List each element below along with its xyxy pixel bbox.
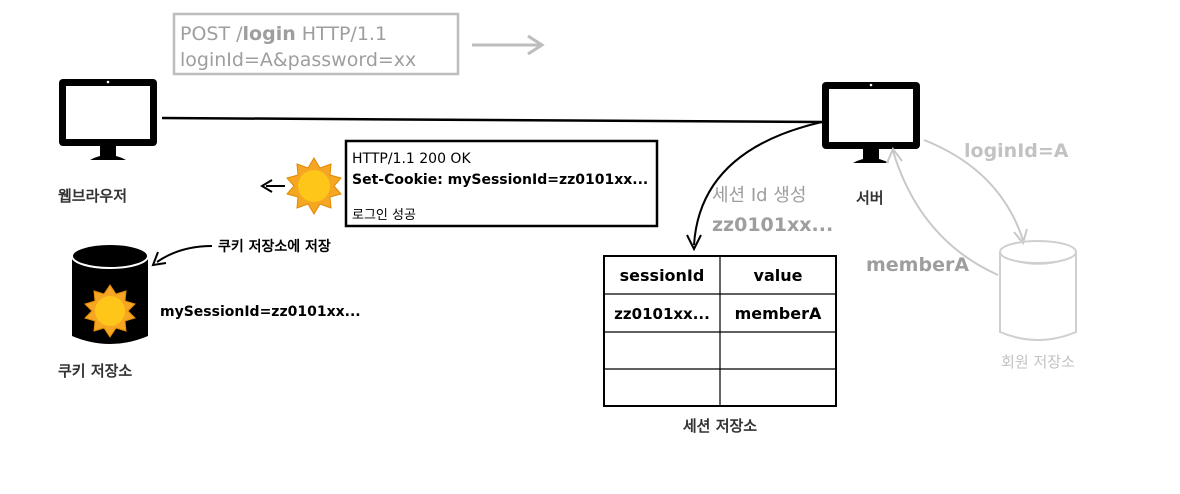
member-request-label: loginId=A <box>964 140 1069 162</box>
connection-line <box>161 116 823 124</box>
response-status: HTTP/1.1 200 OK <box>352 151 471 167</box>
request-line-1: POST /login HTTP/1.1 <box>180 23 387 45</box>
session-table-label: 세션 저장소 <box>683 417 757 435</box>
member-response-arrow-head <box>886 147 903 164</box>
member-request-arrow <box>923 139 1024 241</box>
member-store-label: 회원 저장소 <box>1001 353 1075 371</box>
server-label: 서버 <box>856 189 884 207</box>
response-message: 로그인 성공 <box>352 208 416 223</box>
session-table-header-sessionid: sessionId <box>620 266 705 285</box>
session-table-cell: zz0101xx... <box>614 305 710 323</box>
cookie-store-arrow-head <box>151 251 167 267</box>
server-monitor-icon <box>822 82 920 163</box>
member-response-label: memberA <box>866 254 969 276</box>
session-create-line-2: zz0101xx... <box>712 214 833 236</box>
member-request-arrow-head <box>1013 228 1028 246</box>
cookie-arrow-head <box>260 179 273 193</box>
request-line-2: loginId=A&password=xx <box>180 49 416 71</box>
request-arrow-head <box>527 34 545 56</box>
session-create-arrow-head <box>686 234 702 252</box>
session-create-arrow <box>693 121 823 246</box>
session-table-cell: memberA <box>735 304 822 323</box>
cookie-store-content: mySessionId=zz0101xx... <box>160 304 361 320</box>
cookie-store-arrow-label: 쿠키 저장소에 저장 <box>218 238 331 255</box>
request-box: POST /login HTTP/1.1 loginId=A&password=… <box>172 12 460 76</box>
browser-monitor-icon <box>59 79 157 160</box>
session-table-header-value: value <box>754 266 803 285</box>
session-create-line-1: 세션 Id 생성 <box>712 185 806 206</box>
cookie-store-sun-icon <box>84 284 136 338</box>
response-set-cookie: Set-Cookie: mySessionId=zz0101xx... <box>352 172 648 188</box>
member-response-arrow <box>892 150 999 276</box>
browser-label: 웹브라우저 <box>58 187 127 205</box>
session-table: sessionId value zz0101xx... memberA <box>603 255 837 407</box>
cookie-sun-icon <box>286 157 342 215</box>
cookie-store-arrow <box>156 245 213 263</box>
response-box: HTTP/1.1 200 OK Set-Cookie: mySessionId=… <box>344 139 659 228</box>
cookie-store-label: 쿠키 저장소 <box>58 362 132 380</box>
member-store-cylinder-icon <box>999 240 1077 341</box>
